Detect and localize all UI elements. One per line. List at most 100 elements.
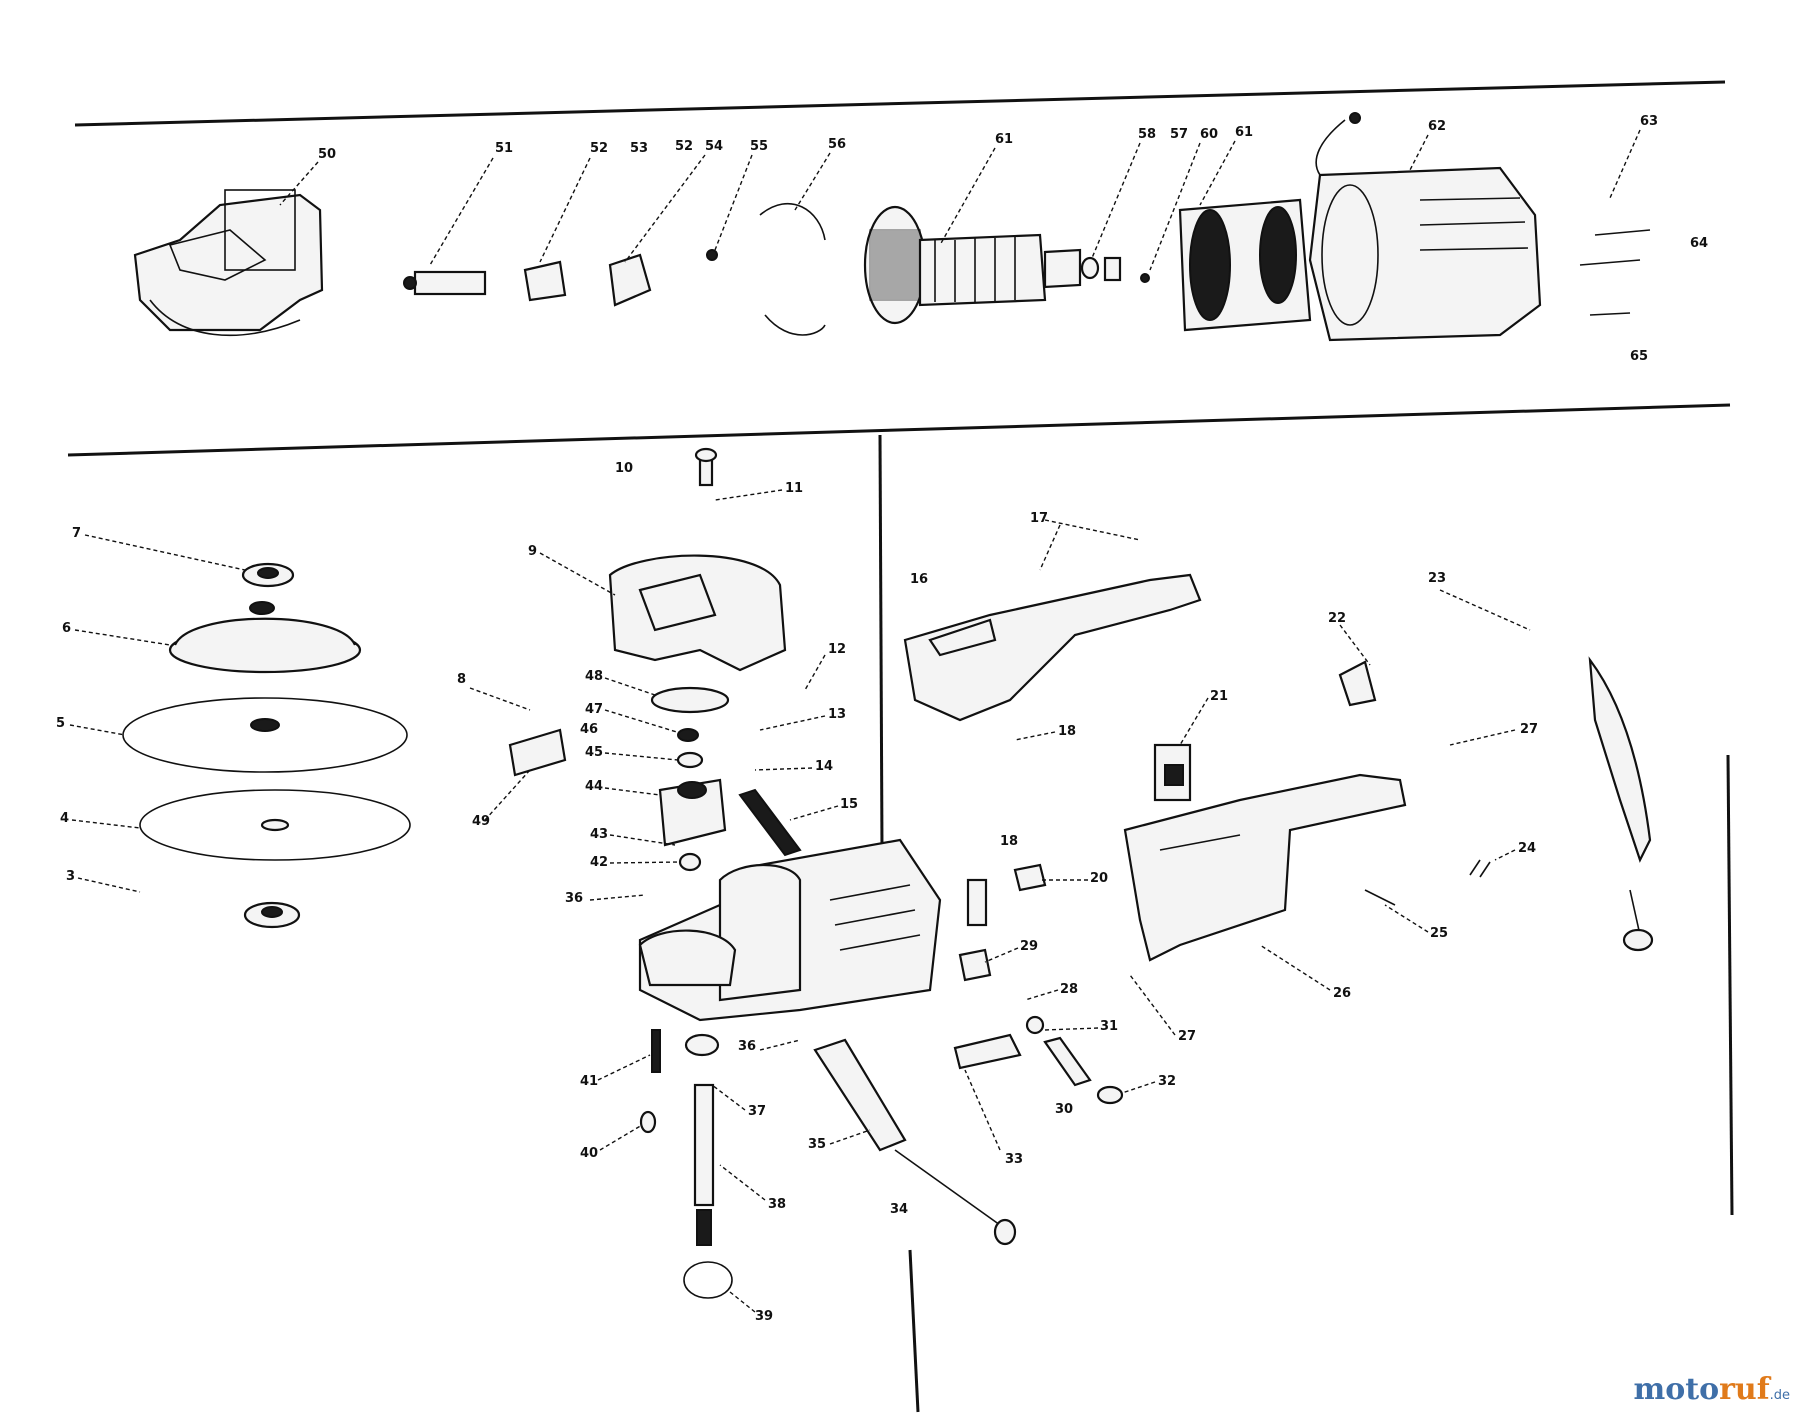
spindle-screw-11 bbox=[694, 447, 718, 487]
label-56: 56 bbox=[828, 137, 846, 152]
label-40: 40 bbox=[580, 1146, 598, 1161]
label-8: 8 bbox=[457, 672, 466, 687]
label-52b: 52 bbox=[675, 139, 693, 154]
label-14: 14 bbox=[815, 759, 833, 774]
label-43: 43 bbox=[590, 827, 608, 842]
gear-housing-main bbox=[638, 838, 942, 1022]
shaft-15 bbox=[738, 788, 802, 857]
label-35: 35 bbox=[808, 1137, 826, 1152]
watermark-part2: ruf bbox=[1719, 1372, 1770, 1407]
disc-5 bbox=[122, 697, 408, 773]
label-32: 32 bbox=[1158, 1074, 1176, 1089]
label-9: 9 bbox=[528, 544, 537, 559]
right-divider bbox=[1726, 754, 1734, 1216]
label-30: 30 bbox=[1055, 1102, 1073, 1117]
label-61b: 61 bbox=[1235, 125, 1253, 140]
label-53: 53 bbox=[630, 141, 648, 156]
pin-40 bbox=[639, 1110, 657, 1134]
label-37: 37 bbox=[748, 1104, 766, 1119]
label-27b: 27 bbox=[1520, 722, 1538, 737]
field-coil bbox=[1178, 198, 1312, 332]
label-22: 22 bbox=[1328, 611, 1346, 626]
label-18b: 18 bbox=[1000, 834, 1018, 849]
label-25: 25 bbox=[1430, 926, 1448, 941]
nut-7 bbox=[241, 562, 295, 588]
label-64: 64 bbox=[1690, 236, 1708, 251]
watermark-part1: moto bbox=[1633, 1372, 1720, 1407]
label-61: 61 bbox=[995, 132, 1013, 147]
label-24: 24 bbox=[1518, 841, 1536, 856]
motor-housing bbox=[1308, 112, 1542, 342]
label-10: 10 bbox=[615, 461, 633, 476]
screws-24-25 bbox=[1364, 859, 1491, 906]
label-16: 16 bbox=[910, 572, 928, 587]
label-60: 60 bbox=[1200, 127, 1218, 142]
handle-shell-16 bbox=[903, 573, 1202, 722]
label-42: 42 bbox=[590, 855, 608, 870]
watermark-suffix: .de bbox=[1769, 1388, 1790, 1403]
label-55: 55 bbox=[750, 139, 768, 154]
label-27: 27 bbox=[1178, 1029, 1196, 1044]
gasket-48 bbox=[650, 686, 730, 714]
label-39: 39 bbox=[755, 1309, 773, 1324]
middle-rule bbox=[67, 403, 1731, 457]
label-50: 50 bbox=[318, 147, 336, 162]
label-44: 44 bbox=[585, 779, 603, 794]
armature bbox=[863, 205, 1082, 325]
label-49: 49 bbox=[472, 814, 490, 829]
small-parts-52-54 bbox=[523, 249, 718, 307]
top-rule bbox=[74, 80, 1726, 127]
bottom-divider bbox=[908, 1249, 920, 1413]
switch-parts-18-20 bbox=[958, 863, 1047, 982]
label-4: 4 bbox=[60, 811, 69, 826]
vertical-divider bbox=[878, 434, 884, 851]
label-26: 26 bbox=[1333, 986, 1351, 1001]
label-20: 20 bbox=[1090, 871, 1108, 886]
label-63: 63 bbox=[1640, 114, 1658, 129]
bearing-51 bbox=[403, 270, 487, 296]
label-46: 46 bbox=[580, 722, 598, 737]
label-57: 57 bbox=[1170, 127, 1188, 142]
label-13: 13 bbox=[828, 707, 846, 722]
label-6: 6 bbox=[62, 621, 71, 636]
label-15: 15 bbox=[840, 797, 858, 812]
label-12: 12 bbox=[828, 642, 846, 657]
label-45: 45 bbox=[585, 745, 603, 760]
label-38: 38 bbox=[768, 1197, 786, 1212]
handle-shell-26 bbox=[1123, 773, 1407, 962]
cable-sleeve bbox=[1588, 656, 1654, 952]
cable-22 bbox=[1338, 660, 1377, 707]
circlip-39 bbox=[683, 1261, 733, 1299]
bearing-parts-57-60 bbox=[1080, 256, 1150, 283]
label-62: 62 bbox=[1428, 119, 1446, 134]
label-51: 51 bbox=[495, 141, 513, 156]
gear-head-housing bbox=[133, 189, 324, 337]
clip-49 bbox=[508, 728, 567, 777]
label-58: 58 bbox=[1138, 127, 1156, 142]
label-18: 18 bbox=[1058, 724, 1076, 739]
cover-9 bbox=[608, 554, 787, 672]
disc-4 bbox=[139, 789, 411, 861]
label-5: 5 bbox=[56, 716, 65, 731]
label-7: 7 bbox=[72, 526, 81, 541]
switch-21 bbox=[1153, 743, 1192, 802]
spring-clip-56 bbox=[759, 203, 826, 336]
label-31: 31 bbox=[1100, 1019, 1118, 1034]
label-41: 41 bbox=[580, 1074, 598, 1089]
label-28: 28 bbox=[1060, 982, 1078, 997]
label-17: 17 bbox=[1030, 511, 1048, 526]
label-52: 52 bbox=[590, 141, 608, 156]
label-54: 54 bbox=[705, 139, 723, 154]
label-33: 33 bbox=[1005, 1152, 1023, 1167]
gear-stack bbox=[658, 728, 727, 872]
label-21: 21 bbox=[1210, 689, 1228, 704]
label-36: 36 bbox=[565, 891, 583, 906]
label-11: 11 bbox=[785, 481, 803, 496]
side-handle-35 bbox=[813, 1038, 1017, 1246]
watermark-logo: motoruf.de bbox=[1633, 1372, 1790, 1407]
brush-holder-30-33 bbox=[953, 1015, 1124, 1105]
label-48: 48 bbox=[585, 669, 603, 684]
